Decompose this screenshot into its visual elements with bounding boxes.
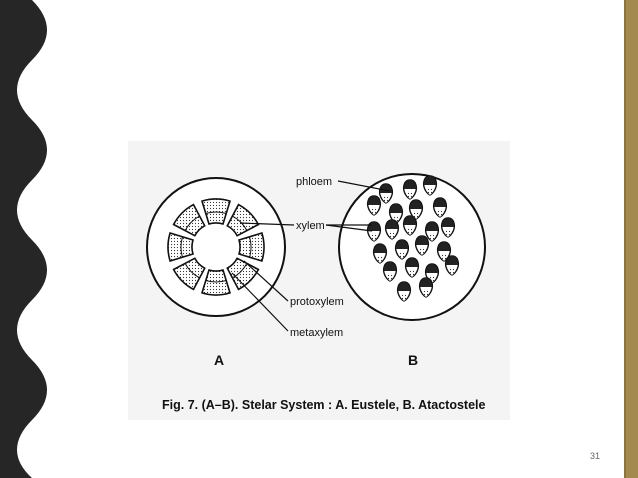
right-stripe-shade bbox=[624, 0, 626, 478]
scattered-bundle bbox=[404, 257, 420, 278]
stelar-system-figure: phloem xylem protoxylem metaxylem A B Fi… bbox=[128, 141, 510, 420]
atactostele-diagram bbox=[338, 173, 486, 321]
scattered-bundle bbox=[436, 241, 452, 262]
wavy-left-border bbox=[0, 0, 47, 478]
leader-lines bbox=[231, 180, 391, 332]
scattered-bundle bbox=[440, 217, 456, 238]
scattered-bundle bbox=[408, 199, 424, 220]
cambium-line bbox=[205, 280, 227, 283]
label-b: B bbox=[408, 352, 418, 368]
xylem-label: xylem bbox=[296, 220, 325, 232]
cambium-line bbox=[205, 211, 227, 214]
metaxylem-leader bbox=[231, 272, 289, 332]
vascular-bundle bbox=[172, 203, 206, 237]
xylem-leader-a bbox=[239, 222, 295, 226]
scattered-bundle bbox=[424, 221, 440, 242]
scattered-bundle bbox=[432, 197, 448, 218]
figure-caption: Fig. 7. (A–B). Stelar System : A. Eustel… bbox=[162, 398, 486, 412]
scattered-bundle bbox=[382, 261, 398, 282]
right-accent-stripe bbox=[624, 0, 638, 478]
scattered-bundle bbox=[394, 239, 410, 260]
scattered-bundle bbox=[418, 277, 434, 298]
scattered-bundle bbox=[402, 179, 418, 200]
cambium-line bbox=[184, 215, 200, 231]
cambium-line bbox=[249, 236, 252, 258]
scattered-bundle bbox=[402, 215, 418, 236]
scattered-bundle bbox=[444, 255, 460, 276]
cambium-line bbox=[232, 215, 248, 231]
scattered-bundle bbox=[378, 183, 394, 204]
metaxylem-label: metaxylem bbox=[290, 327, 343, 339]
label-a: A bbox=[214, 352, 224, 368]
scattered-bundle bbox=[372, 243, 388, 264]
protoxylem-leader bbox=[243, 260, 289, 302]
page-number: 31 bbox=[589, 451, 600, 461]
phloem-leader bbox=[337, 180, 391, 192]
cambium-line bbox=[180, 236, 183, 258]
scattered-bundle bbox=[366, 221, 382, 242]
scattered-vascular-bundles bbox=[366, 175, 460, 302]
phloem-label: phloem bbox=[296, 176, 332, 188]
vascular-bundle bbox=[226, 203, 260, 237]
protoxylem-label: protoxylem bbox=[290, 296, 344, 308]
cambium-line bbox=[184, 263, 200, 279]
vascular-bundle-ring bbox=[167, 198, 265, 296]
scattered-bundle bbox=[384, 219, 400, 240]
xylem-leader-c bbox=[325, 224, 373, 232]
scattered-bundle bbox=[422, 175, 438, 196]
eustele-diagram bbox=[146, 177, 286, 317]
scattered-bundle bbox=[396, 281, 412, 302]
scattered-bundle bbox=[366, 195, 382, 216]
vascular-bundle bbox=[172, 257, 206, 291]
scattered-bundle bbox=[414, 235, 430, 256]
